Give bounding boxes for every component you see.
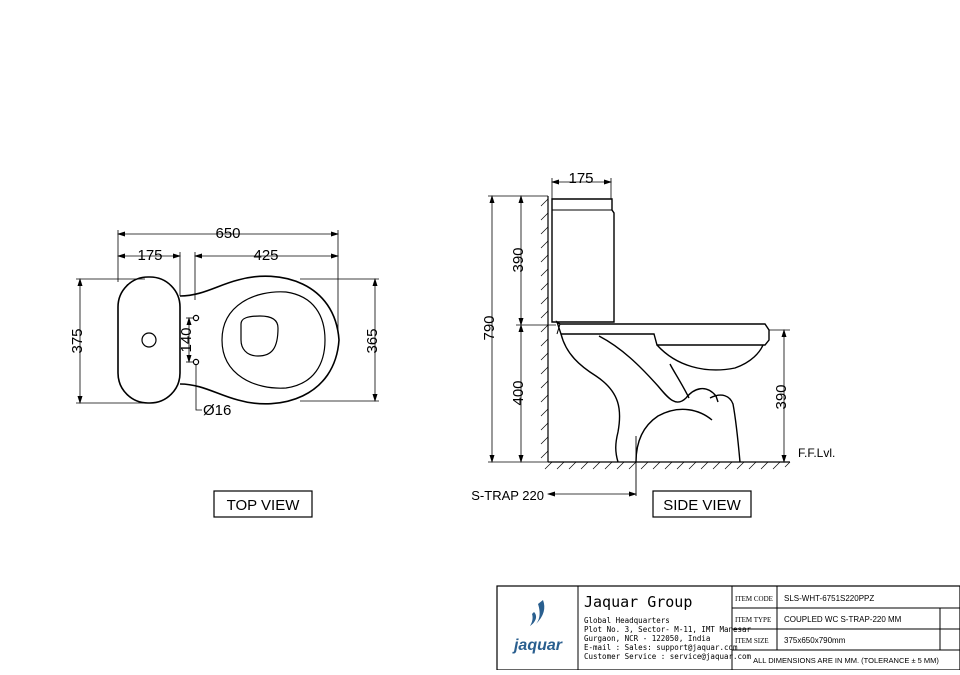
dim-140-label: 140 (178, 327, 195, 352)
dim-16-label: Ø16 (203, 402, 231, 419)
top-bowl-inner-rim (221, 291, 326, 389)
side-cistern (551, 198, 615, 323)
floor-level-label: F.F.Lvl. (798, 446, 835, 460)
item-type-value: COUPLED WC S-TRAP-220 MM (784, 615, 902, 624)
dim-365-label: 365 (364, 328, 381, 353)
dim-790-label: 790 (481, 315, 498, 340)
side-view-label: SIDE VIEW (663, 497, 741, 514)
item-size-value: 375x650x790mm (784, 636, 846, 645)
top-view-labels: 650 175 425 375 365 140 Ø16 (69, 225, 381, 419)
side-wall-hatch (540, 198, 549, 459)
top-bowl-outline (179, 275, 340, 405)
s-trap-label: S-TRAP 220 (471, 488, 544, 503)
dim-16-leader (195, 364, 202, 411)
address-line-5: Customer Service : service@jaquar.com (584, 652, 752, 661)
address-line-4: E-mail : Sales: support@jaquar.com (584, 643, 738, 652)
dimensions-note: ALL DIMENSIONS ARE IN MM. (TOLERANCE ± 5… (753, 656, 939, 665)
dim-400-label: 400 (510, 380, 527, 405)
side-seat (555, 320, 770, 346)
top-view-label-box (213, 490, 313, 518)
address-line-1: Global Headquarters (584, 616, 670, 625)
side-view-label-box (652, 490, 752, 518)
item-type-label: ITEM TYPE (735, 616, 771, 624)
side-view-labels: 175 790 390 400 390 F.F.Lvl. S-TRAP 220 (471, 170, 835, 503)
dim-390-tank-label: 390 (510, 247, 527, 272)
address-line-3: Gurgaon, NCR - 122050, India (584, 634, 710, 643)
dim-425-label: 425 (253, 247, 278, 264)
top-hinge-hole-1 (192, 314, 200, 322)
dim-175-top-label: 175 (137, 247, 162, 264)
item-code-value: SLS-WHT-6751S220PPZ (784, 594, 874, 603)
top-view-label: TOP VIEW (227, 497, 301, 514)
dim-390-rim-label: 390 (773, 384, 790, 409)
top-hinge-hole-2 (192, 358, 200, 366)
side-view (488, 178, 791, 497)
top-view (76, 230, 379, 411)
side-floor-hatch (544, 461, 791, 470)
item-size-label: ITEM SIZE (735, 637, 769, 645)
dim-175-side-label: 175 (568, 170, 593, 187)
company-name: Jaquar Group (584, 593, 692, 611)
top-flush-button (141, 332, 157, 348)
side-trap-path (598, 335, 719, 403)
side-bowl-body (560, 333, 764, 463)
logo-mark (536, 600, 545, 624)
dim-650-label: 650 (215, 225, 240, 242)
top-tank-outline (117, 276, 181, 404)
top-bowl-opening (240, 315, 279, 357)
item-code-label: ITEM CODE (735, 595, 773, 603)
dim-375-label: 375 (69, 328, 86, 353)
address-line-2: Plot No. 3, Sector- M-11, IMT Manesar (584, 625, 752, 634)
logo-text: jaquar (512, 637, 563, 654)
jaquar-logo: jaquar (512, 600, 563, 654)
